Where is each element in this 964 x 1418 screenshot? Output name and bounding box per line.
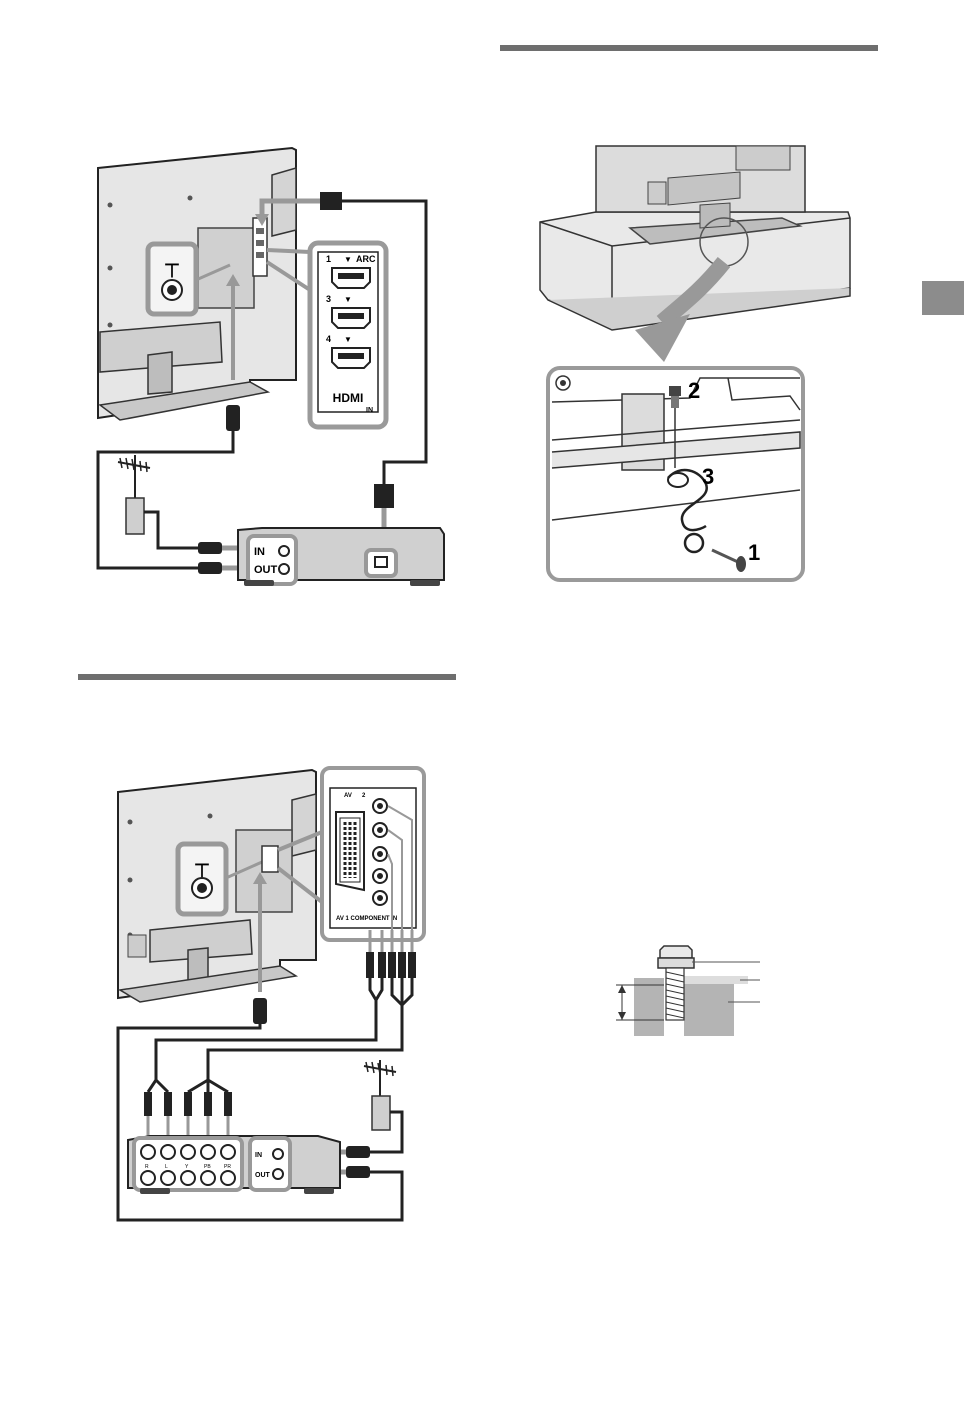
figure-secure-tv: 1 2 3 [539, 145, 851, 582]
hdmi-in-label: IN [366, 407, 373, 414]
recorder-in-label: IN [254, 546, 265, 558]
hdmi-port-3: 3 ▼ [326, 294, 371, 329]
aerial-symbol-icon-2: ┬ [194, 853, 209, 878]
component-cable [206, 978, 414, 1080]
antenna-icon [117, 455, 151, 498]
tv-stand-block-right [684, 984, 734, 1036]
hdmi-plug-top [320, 192, 342, 210]
svg-text:ARC: ARC [356, 254, 376, 264]
panel-bottom-label: AV 1 COMPONENT IN [336, 916, 397, 922]
callout-3: 3 [702, 464, 714, 489]
screw-shaft [665, 967, 685, 1021]
hdmi-logo: HDMI [333, 391, 364, 405]
audio-cable [154, 978, 384, 1080]
panel-av-label: AV [344, 793, 352, 799]
section-tab-marker [922, 281, 964, 315]
recorder-jacks: R L Y PB PR [140, 1144, 236, 1186]
zoom-arrow [656, 256, 731, 328]
figure-hdmi-connection: ┬ 1 ▼ ARC 3 ▼ 4 ▼ HDMI [96, 146, 445, 586]
svg-text:▼: ▼ [344, 255, 352, 264]
svg-text:PR: PR [224, 1164, 231, 1170]
hdmi-cable [342, 199, 428, 488]
securing-cord [667, 468, 708, 532]
svg-text:▼: ▼ [344, 335, 352, 344]
svg-text:L: L [165, 1164, 168, 1170]
section-rule-top-right [500, 45, 878, 51]
wall-socket-2 [371, 1095, 391, 1131]
screw-icon [711, 548, 746, 572]
recorder-in-label-2: IN [255, 1152, 262, 1159]
screw-head [659, 945, 693, 959]
hdmi-port-4: 4 ▼ [326, 334, 371, 369]
svg-text:1: 1 [326, 254, 331, 264]
svg-text:R: R [145, 1164, 149, 1170]
callout-2: 2 [688, 378, 700, 403]
svg-text:PB: PB [204, 1164, 211, 1170]
figure-screw-depth [616, 945, 760, 1036]
aerial-symbol-icon: ┬ [164, 253, 179, 278]
rf-cable-tv [96, 430, 235, 570]
recorder-out-label-2: OUT [255, 1172, 271, 1179]
panel-av-number: 2 [362, 793, 366, 799]
svg-text:Y: Y [185, 1164, 189, 1170]
hdmi-plug-bottom [374, 484, 394, 508]
section-rule-middle-left [78, 674, 456, 680]
svg-text:4: 4 [326, 334, 331, 344]
rf-cable-tv-2 [116, 1024, 404, 1222]
tv-stand-block-left [634, 978, 664, 1036]
svg-text:▼: ▼ [344, 295, 352, 304]
antenna-icon-2 [363, 1060, 397, 1096]
figure-component-connection: ┬ AV 2 AV 1 COMPONENT IN [116, 766, 426, 1222]
hdmi-port-1: 1 ▼ ARC [326, 254, 376, 289]
svg-text:3: 3 [326, 294, 331, 304]
callout-1: 1 [748, 540, 760, 565]
recorder-out-label: OUT [254, 564, 278, 576]
wall-socket [125, 497, 145, 535]
